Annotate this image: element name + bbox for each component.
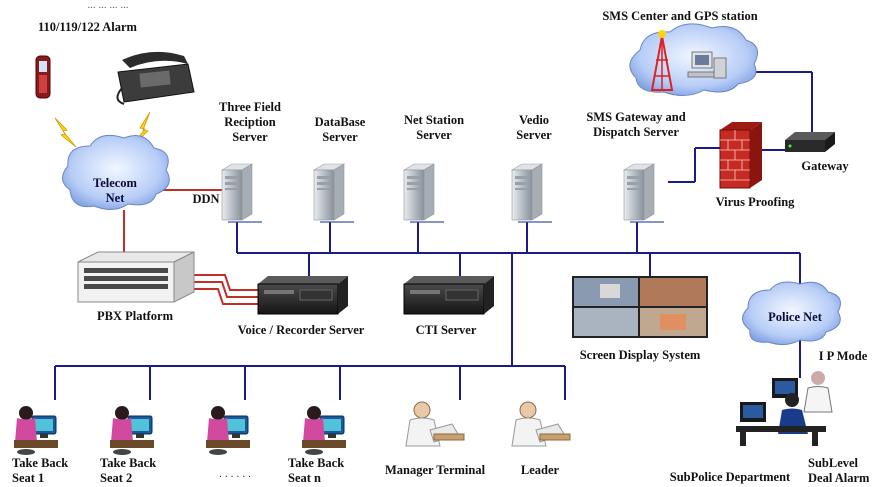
subpolice-label: SubPolice Department bbox=[669, 470, 791, 484]
leader-label: Leader bbox=[520, 463, 560, 477]
seat-2-label: Take Back Seat 2 bbox=[100, 456, 157, 485]
police-net-label: Police Net bbox=[768, 310, 822, 324]
alarm-label: 110/119/122 Alarm bbox=[38, 20, 137, 34]
sms-center-label: SMS Center and GPS station bbox=[602, 9, 758, 23]
police-net-cloud bbox=[742, 281, 841, 346]
workstation-icon bbox=[687, 51, 727, 79]
seat-n-agent-icon bbox=[301, 405, 347, 456]
sublevel-label: SubLevel Deal Alarm bbox=[808, 456, 870, 485]
ddn-label: DDN bbox=[192, 192, 220, 206]
network-lines bbox=[54, 71, 813, 400]
screen-display-icon bbox=[572, 276, 708, 338]
screen-display-label: Screen Display System bbox=[579, 348, 701, 362]
gateway-label: Gateway bbox=[801, 159, 849, 173]
seat-1-label: Take Back Seat 1 bbox=[12, 456, 69, 485]
cti-label: CTI Server bbox=[415, 323, 477, 337]
voice-recorder-label: Voice / Recorder Server bbox=[237, 323, 365, 337]
telecom-net-label: Telecom Net bbox=[93, 176, 137, 205]
sms-center-cloud bbox=[629, 23, 759, 96]
server-database-icon bbox=[313, 163, 355, 223]
seat-2-agent-icon bbox=[109, 405, 155, 456]
top-caption: ... ... ... ... bbox=[87, 0, 129, 10]
server-sms-gateway-icon bbox=[623, 163, 665, 223]
gateway-icon bbox=[785, 132, 835, 152]
seat-ellipsis-agent-icon bbox=[205, 405, 251, 456]
server-database-label: DataBase Server bbox=[314, 115, 366, 144]
virus-proofing-label: Virus Proofing bbox=[715, 195, 795, 209]
pbx-platform-icon bbox=[77, 251, 195, 303]
server-vedio-icon bbox=[511, 163, 553, 223]
ip-mode-label: I P Mode bbox=[818, 349, 868, 363]
telecom-net-cloud bbox=[62, 134, 170, 210]
radio-tower-icon bbox=[650, 30, 674, 91]
seat-1-agent-icon bbox=[13, 405, 59, 456]
subpolice-operator-icon bbox=[736, 371, 833, 446]
firewall-icon bbox=[719, 122, 762, 189]
server-net-station-label: Net Station Server bbox=[403, 113, 465, 142]
mobile-phone-icon bbox=[35, 55, 51, 99]
seat-ellipsis-label: · · · · · · bbox=[218, 472, 252, 483]
server-sms-gateway-label: SMS Gateway and Dispatch Server bbox=[586, 110, 686, 139]
manager-label: Manager Terminal bbox=[384, 463, 486, 477]
leader-icon bbox=[511, 401, 571, 447]
server-vedio-label: Vedio Server bbox=[516, 113, 552, 142]
seat-n-label: Take Back Seat n bbox=[288, 456, 345, 485]
voice-recorder-server-icon bbox=[257, 276, 348, 315]
desk-phone-icon bbox=[116, 51, 195, 105]
pbx-label: PBX Platform bbox=[96, 309, 174, 323]
server-three-field-icon bbox=[221, 163, 263, 223]
manager-icon bbox=[405, 401, 465, 447]
server-three-field-label: Three Field Reciption Server bbox=[219, 100, 281, 144]
server-net-station-icon bbox=[403, 163, 445, 223]
cti-server-icon bbox=[403, 276, 494, 315]
